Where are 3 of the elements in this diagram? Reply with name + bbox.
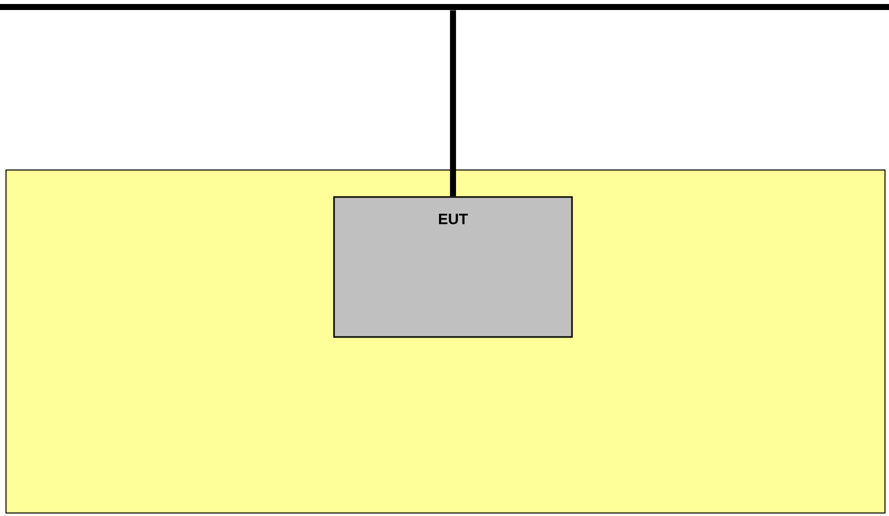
- cable-line: [450, 10, 456, 196]
- cable-bar: [0, 4, 889, 10]
- device-box: EUT: [333, 196, 573, 338]
